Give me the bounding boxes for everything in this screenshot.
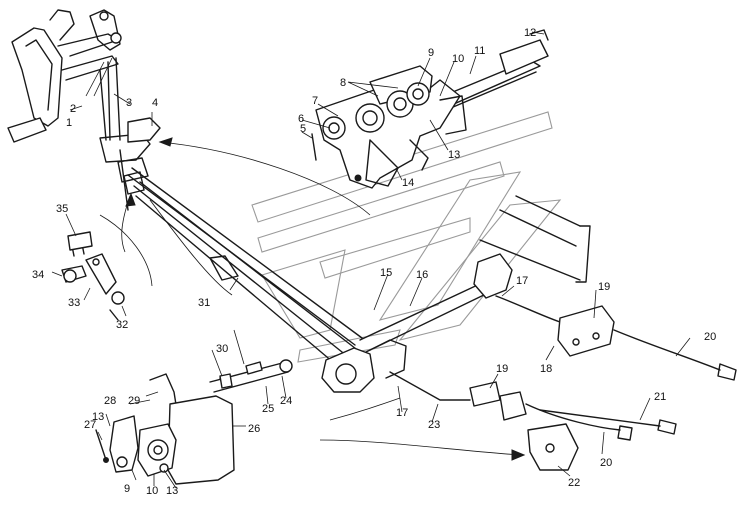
selector-shaft-assembly — [311, 29, 549, 189]
callout-label: 29 — [128, 395, 140, 407]
callout-label: 20 — [600, 457, 612, 469]
callout-label: 9 — [428, 47, 434, 59]
callout-leaders — [51, 31, 691, 489]
callout-label: 6 — [298, 113, 304, 125]
callout-label: 1 — [66, 117, 72, 129]
callout-label: 3 — [126, 97, 132, 109]
callout-label: 25 — [262, 403, 274, 415]
callout-label: 32 — [116, 319, 128, 331]
watermark-logo — [251, 111, 562, 363]
callout-label: 14 — [402, 177, 414, 189]
callout-label: 15 — [380, 267, 392, 279]
callout-label: 31 — [198, 297, 210, 309]
callout-label: 13 — [166, 485, 178, 497]
callout-label: 19 — [598, 281, 610, 293]
callout-label: 35 — [56, 203, 68, 215]
clevis-detail — [61, 231, 125, 321]
callout-label: 4 — [152, 97, 158, 109]
callout-label: 13 — [92, 411, 104, 423]
callout-label: 28 — [104, 395, 116, 407]
callout-label: 9 — [124, 483, 130, 495]
callout-label: 17 — [516, 275, 528, 287]
callout-label: 13 — [448, 149, 460, 161]
callout-label: 33 — [68, 297, 80, 309]
callout-label: 10 — [452, 53, 464, 65]
callout-label: 18 — [540, 363, 552, 375]
callout-label: 5 — [300, 123, 306, 135]
linkage-rods — [119, 149, 363, 369]
gear-lever-assembly — [7, 9, 161, 195]
callout-label: 21 — [654, 391, 666, 403]
callout-label: 24 — [280, 395, 292, 407]
callout-label: 19 — [496, 363, 508, 375]
callout-label: 16 — [416, 269, 428, 281]
callout-label: 22 — [568, 477, 580, 489]
callout-label: 12 — [524, 27, 536, 39]
callout-label: 30 — [216, 343, 228, 355]
callout-label: 8 — [340, 77, 346, 89]
callout-label: 23 — [428, 419, 440, 431]
callout-label: 20 — [704, 331, 716, 343]
callout-label: 34 — [32, 269, 44, 281]
lower-valve-assembly — [95, 359, 293, 485]
callout-label: 26 — [248, 423, 260, 435]
callout-label: 7 — [312, 95, 318, 107]
cable-valve-group — [321, 195, 737, 471]
callout-label: 27 — [84, 419, 96, 431]
callout-label: 10 — [146, 485, 158, 497]
leader-arrows — [99, 137, 526, 461]
callout-label: 11 — [474, 45, 485, 57]
callout-label: 17 — [396, 407, 408, 419]
callout-label: 2 — [70, 103, 76, 115]
